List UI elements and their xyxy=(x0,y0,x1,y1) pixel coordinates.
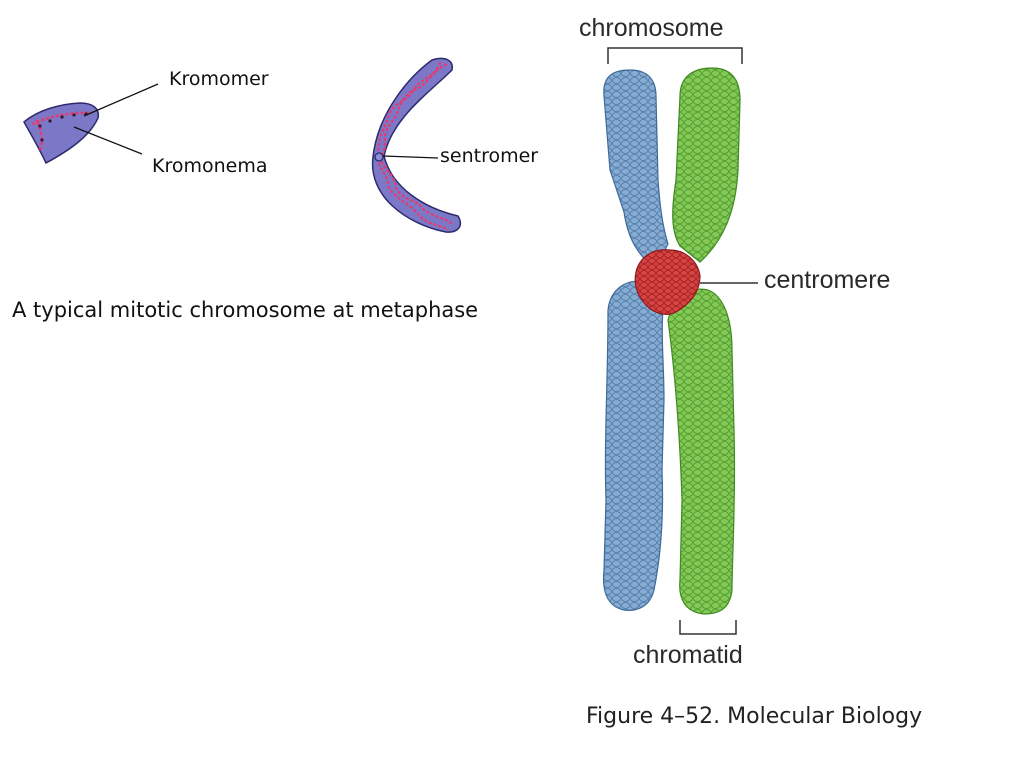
figure-credit: Figure 4–52. Molecular Biology xyxy=(586,704,923,729)
curved-chromosome xyxy=(371,57,462,233)
chromosome-fragment xyxy=(23,102,100,165)
sentromer-pointer xyxy=(382,155,439,159)
kromomer-label: Kromomer xyxy=(169,68,269,90)
metaphase-chromosome xyxy=(602,67,741,615)
diagram-caption: A typical mitotic chromosome at metaphas… xyxy=(12,298,479,322)
green-chromatid-lower-arm xyxy=(667,288,736,615)
sentromer-constriction xyxy=(374,152,384,162)
kromomer-pointer xyxy=(83,83,159,117)
chromatid-label: chromatid xyxy=(633,641,743,669)
blue-chromatid-upper-arm xyxy=(603,69,669,269)
kromonema-label: Kromonema xyxy=(152,155,268,177)
chromosome-bracket xyxy=(607,47,743,64)
blue-chromatid-lower-arm xyxy=(602,280,665,611)
centromere-region xyxy=(634,249,701,315)
curved-chromosome-body xyxy=(371,57,462,233)
fragment-body xyxy=(23,102,100,165)
sentromer-label: sentromer xyxy=(440,145,539,167)
centromere-label: centromere xyxy=(764,266,891,294)
chromosome-label: chromosome xyxy=(579,14,724,42)
green-chromatid-upper-arm xyxy=(672,67,741,263)
kromonema-pointer xyxy=(73,126,143,155)
chromatid-bracket xyxy=(679,620,737,635)
